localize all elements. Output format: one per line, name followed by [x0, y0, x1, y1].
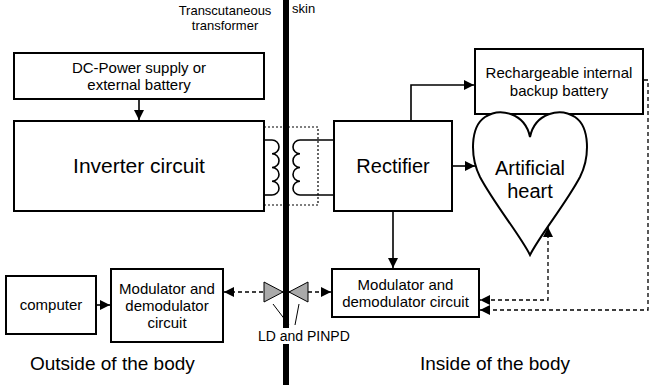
power-line: [138, 100, 140, 120]
power-line: [453, 165, 475, 167]
modulator-box: Modulator and demodulator circuit: [331, 268, 480, 318]
return-wire: [265, 194, 272, 196]
secondary-coil: [293, 140, 300, 195]
rectifier-box: Rectifier: [333, 120, 453, 212]
node-text: Modulator and demodulator circuit: [117, 280, 217, 332]
laser-diode: [264, 282, 283, 302]
node-text: Artificial heart: [485, 157, 575, 203]
node-text: DC-Power supply or external battery: [64, 59, 214, 94]
region-label: Inside of the body: [420, 353, 570, 375]
power-line: [97, 304, 110, 306]
primary-coil: [272, 140, 279, 195]
inverter-box: Inverter circuit: [13, 120, 265, 212]
power-line: [411, 85, 474, 120]
modulator-box: Modulator and demodulator circuit: [110, 268, 224, 343]
component-label: LD and PINPD: [258, 328, 350, 344]
skin-label: skin: [292, 2, 315, 17]
leader-line: [273, 304, 289, 325]
transformer-label: Transcutaneous transformer: [170, 4, 280, 34]
computer-box: computer: [5, 275, 97, 335]
backup-battery-box: Rechargeable internal backup battery: [474, 48, 644, 115]
node-text: Rectifier: [356, 155, 429, 178]
node-text: computer: [20, 296, 83, 313]
node-text: Rechargeable internal backup battery: [481, 64, 637, 99]
node-text: Inverter circuit: [73, 154, 205, 178]
power-supply-box: DC-Power supply or external battery: [13, 52, 265, 100]
leader-line: [295, 304, 299, 325]
power-line: [392, 212, 394, 268]
heart-text-area: Artificial heart: [480, 145, 580, 215]
return-wire: [300, 194, 333, 196]
region-label: Outside of the body: [30, 353, 195, 375]
artificial-heart: Artificial heart: [470, 105, 590, 260]
node-text: Modulator and demodulator circuit: [338, 276, 473, 311]
photodiode: [289, 282, 308, 302]
heart-shape: [473, 112, 587, 255]
